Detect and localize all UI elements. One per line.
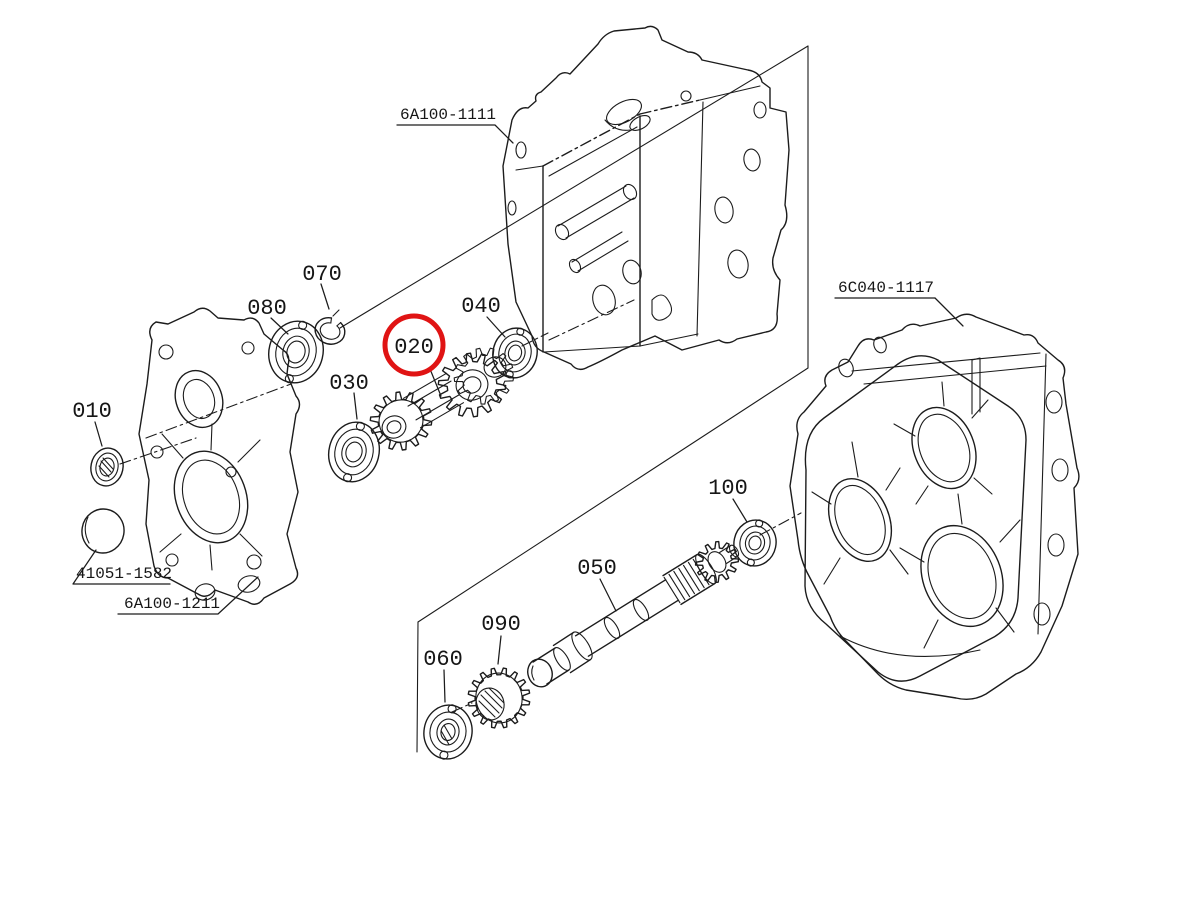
shaft-050-drawing [527, 540, 740, 688]
bearing-040-drawing [492, 327, 538, 379]
callout-030[interactable]: 030 [329, 371, 369, 396]
right-case-drawing [789, 313, 1080, 701]
bearing-060-drawing [423, 704, 473, 760]
callout-020[interactable]: 020 [394, 335, 434, 360]
left-case-drawing [138, 307, 301, 605]
left-case-rib-spokes [159, 423, 263, 571]
plug-41051-1582-drawing [81, 508, 125, 554]
callout-080[interactable]: 080 [247, 296, 287, 321]
callout-060[interactable]: 060 [423, 647, 463, 672]
highlight-circle-020[interactable] [382, 313, 446, 377]
leader-lines [72, 124, 964, 703]
oil-seal-010-drawing [90, 447, 124, 487]
callout-070[interactable]: 070 [302, 262, 342, 287]
callout-040[interactable]: 040 [461, 294, 501, 319]
part-number-plug[interactable]: 41051-1582 [76, 565, 172, 583]
snap-ring-070-drawing [314, 309, 346, 345]
part-number-top-case[interactable]: 6A100-1111 [400, 106, 496, 124]
cluster-gear-020-drawing [369, 347, 515, 451]
center-axis-lines [119, 332, 802, 713]
part-number-right-case[interactable]: 6C040-1117 [838, 279, 934, 297]
bearing-030-drawing [327, 421, 381, 483]
callout-010[interactable]: 010 [72, 399, 112, 424]
callout-100[interactable]: 100 [708, 476, 748, 501]
bearing-080-drawing [268, 320, 324, 384]
callout-labels: 010 070 080 030 020 040 050 090 060 100 [72, 262, 748, 672]
part-number-labels: 6A100-1111 6C040-1117 41051-1582 6A100-1… [76, 106, 934, 613]
callout-090[interactable]: 090 [481, 612, 521, 637]
part-number-left-case[interactable]: 6A100-1211 [124, 595, 220, 613]
bearing-100-drawing [733, 519, 777, 567]
top-case-drawing [502, 25, 790, 371]
callout-050[interactable]: 050 [577, 556, 617, 581]
gear-090-drawing [467, 667, 531, 729]
right-case-rib-spokes [811, 381, 1021, 649]
